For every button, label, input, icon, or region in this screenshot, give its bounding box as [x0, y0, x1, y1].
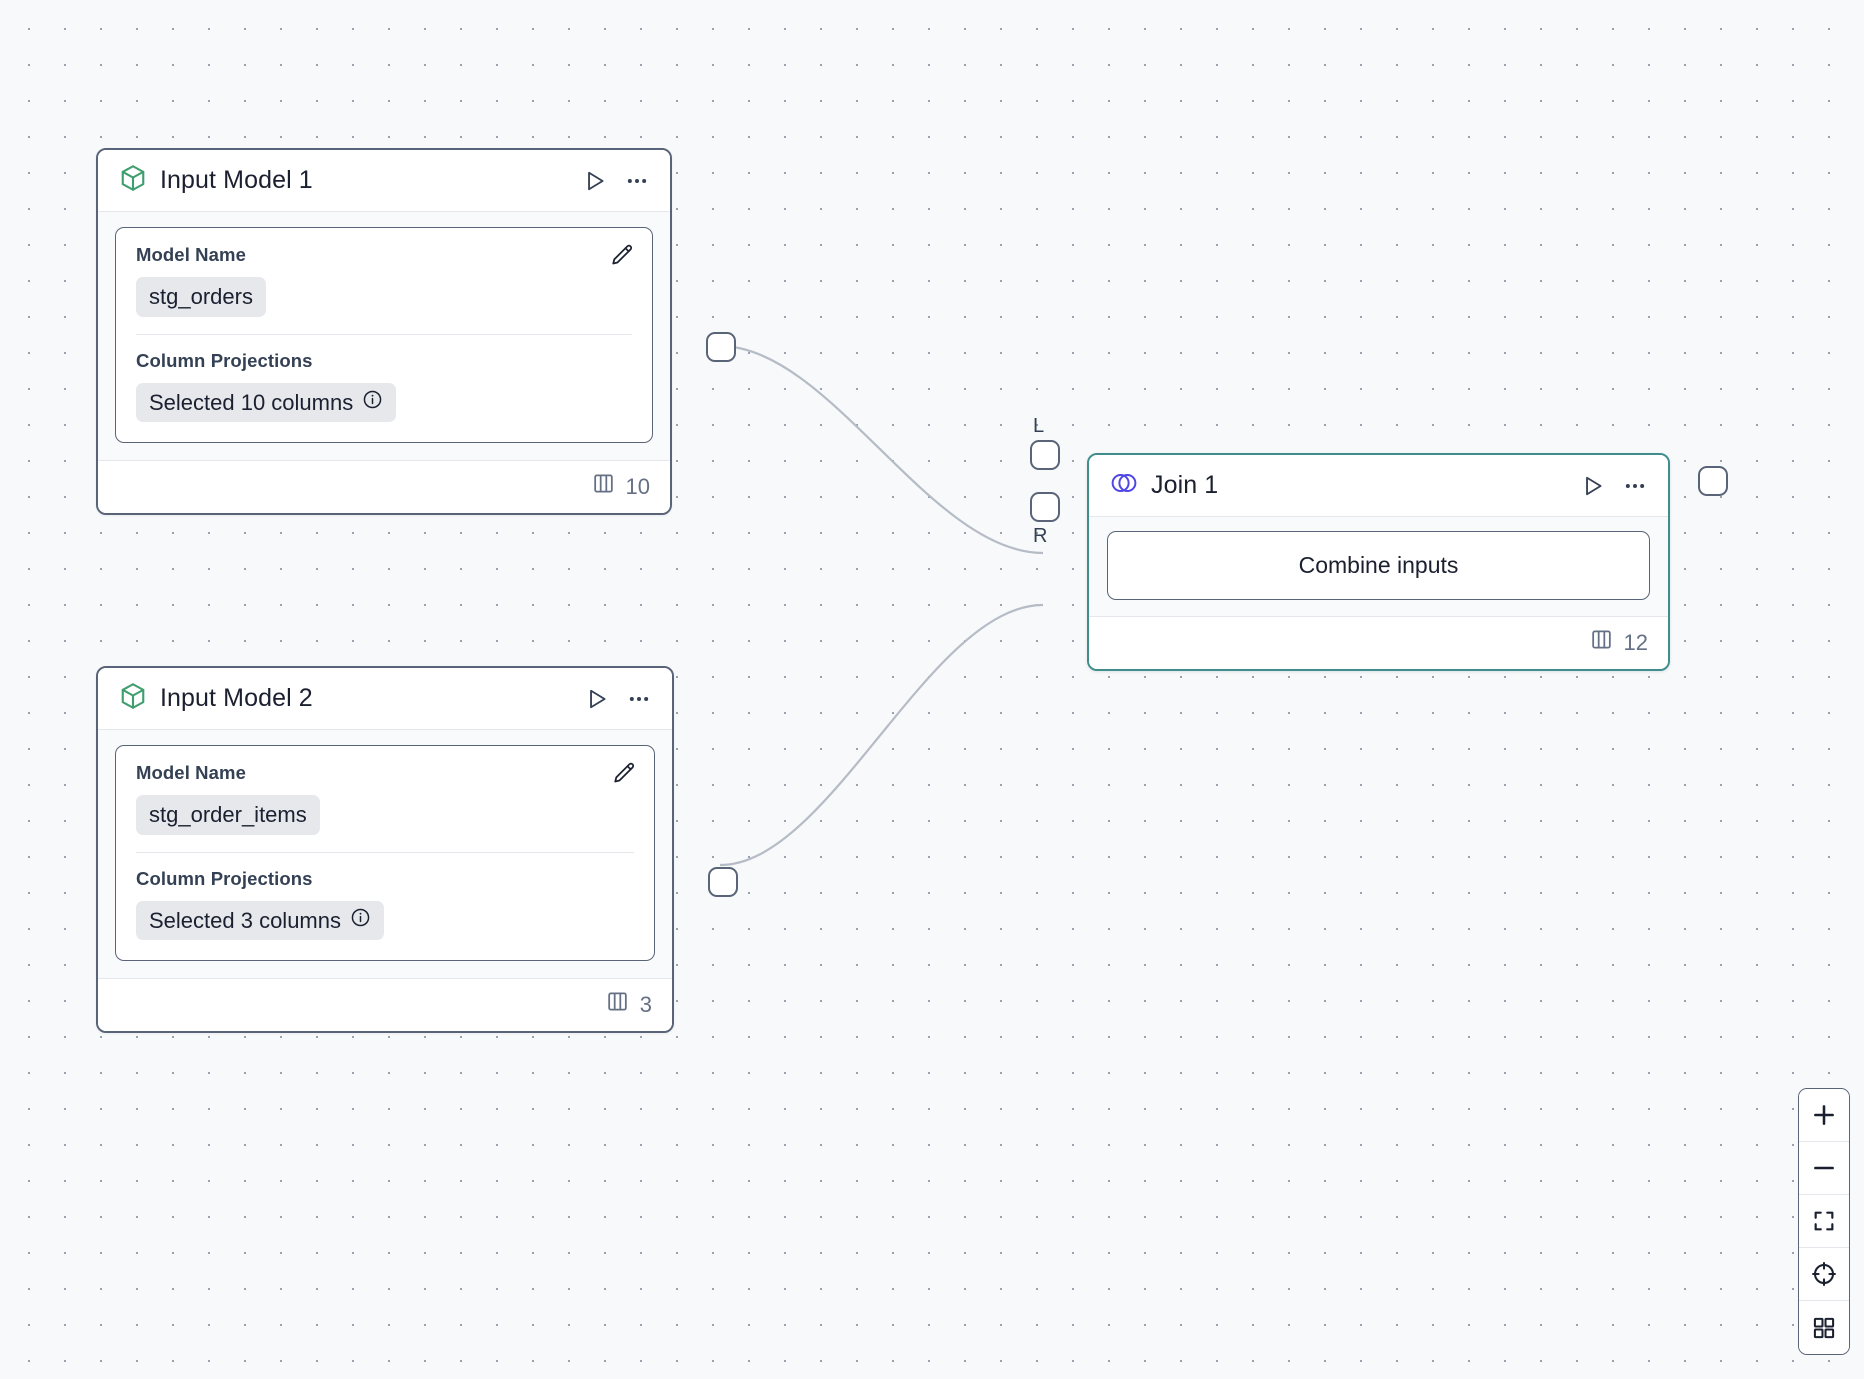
columns-icon [605, 989, 630, 1020]
right-input-port[interactable] [1030, 492, 1060, 522]
columns-icon [1589, 627, 1614, 658]
edge-model1-to-join-left [719, 344, 1044, 555]
combine-inputs-button[interactable]: Combine inputs [1107, 531, 1650, 600]
info-icon[interactable] [350, 907, 371, 935]
center-target-icon[interactable] [1799, 1248, 1849, 1301]
node-footer: 3 [98, 978, 672, 1031]
node-body: Model Name stg_orders Column Projections… [98, 212, 670, 460]
header-actions [584, 686, 652, 712]
column-projections-label: Column Projections [136, 867, 313, 889]
more-options-icon[interactable] [1622, 473, 1648, 499]
node-body: Combine inputs [1089, 517, 1668, 616]
columns-icon [591, 471, 616, 502]
node-title: Join 1 [1151, 471, 1219, 499]
panel-divider [136, 851, 634, 853]
minimap-grid-icon[interactable] [1799, 1301, 1849, 1354]
venn-join-icon [1109, 468, 1139, 503]
node-body: Model Name stg_order_items Column Projec… [98, 730, 672, 978]
edit-icon[interactable] [610, 760, 638, 793]
node-join-1[interactable]: Join 1 Combine inputs [1030, 415, 1728, 671]
right-input-port-label: R [1033, 525, 1048, 547]
model-name-label: Model Name [136, 244, 246, 265]
zoom-out-button[interactable] [1799, 1142, 1849, 1195]
fit-view-icon[interactable] [1799, 1195, 1849, 1248]
left-input-port-label: L [1033, 415, 1045, 437]
node-title: Input Model 2 [160, 684, 313, 712]
edit-icon[interactable] [608, 242, 636, 275]
more-options-icon[interactable] [624, 168, 650, 194]
column-projections-value[interactable]: Selected 10 columns [136, 382, 397, 422]
more-options-icon[interactable] [626, 686, 652, 712]
output-port-join-1[interactable] [1698, 466, 1728, 496]
zoom-in-button[interactable] [1799, 1089, 1849, 1142]
panel-divider [136, 333, 632, 335]
model-config-panel: Model Name stg_orders Column Projections… [115, 227, 653, 443]
info-icon[interactable] [362, 389, 383, 417]
model-name-value[interactable]: stg_orders [136, 277, 266, 317]
model-name-label: Model Name [136, 762, 246, 783]
model-config-panel: Model Name stg_order_items Column Projec… [115, 745, 655, 961]
node-header: Join 1 [1089, 455, 1668, 517]
output-port-model-2[interactable] [708, 867, 738, 897]
column-count: 10 [625, 473, 650, 499]
node-footer: 10 [98, 460, 670, 513]
header-actions [582, 168, 650, 194]
node-header: Input Model 2 [98, 668, 672, 730]
zoom-controls-panel[interactable] [1798, 1088, 1850, 1355]
header-actions [1580, 473, 1648, 499]
node-title: Input Model 1 [160, 166, 313, 194]
cube-icon [118, 163, 148, 198]
node-input-model-2[interactable]: Input Model 2 [96, 666, 738, 1033]
run-icon[interactable] [584, 686, 610, 712]
model-name-value[interactable]: stg_order_items [136, 795, 320, 835]
column-projections-text: Selected 10 columns [149, 389, 354, 415]
column-projections-value[interactable]: Selected 3 columns [136, 900, 384, 940]
column-count: 12 [1623, 629, 1648, 655]
run-icon[interactable] [1580, 473, 1606, 499]
edge-model2-to-join-right [719, 603, 1044, 867]
left-input-port[interactable] [1030, 440, 1060, 470]
column-projections-label: Column Projections [136, 349, 313, 371]
node-input-model-1[interactable]: Input Model 1 [96, 148, 736, 515]
column-count: 3 [639, 991, 652, 1017]
node-header: Input Model 1 [98, 150, 670, 212]
cube-icon [118, 681, 148, 716]
run-icon[interactable] [582, 168, 608, 194]
node-footer: 12 [1089, 616, 1668, 669]
column-projections-text: Selected 3 columns [149, 907, 341, 933]
output-port-model-1[interactable] [706, 332, 736, 362]
